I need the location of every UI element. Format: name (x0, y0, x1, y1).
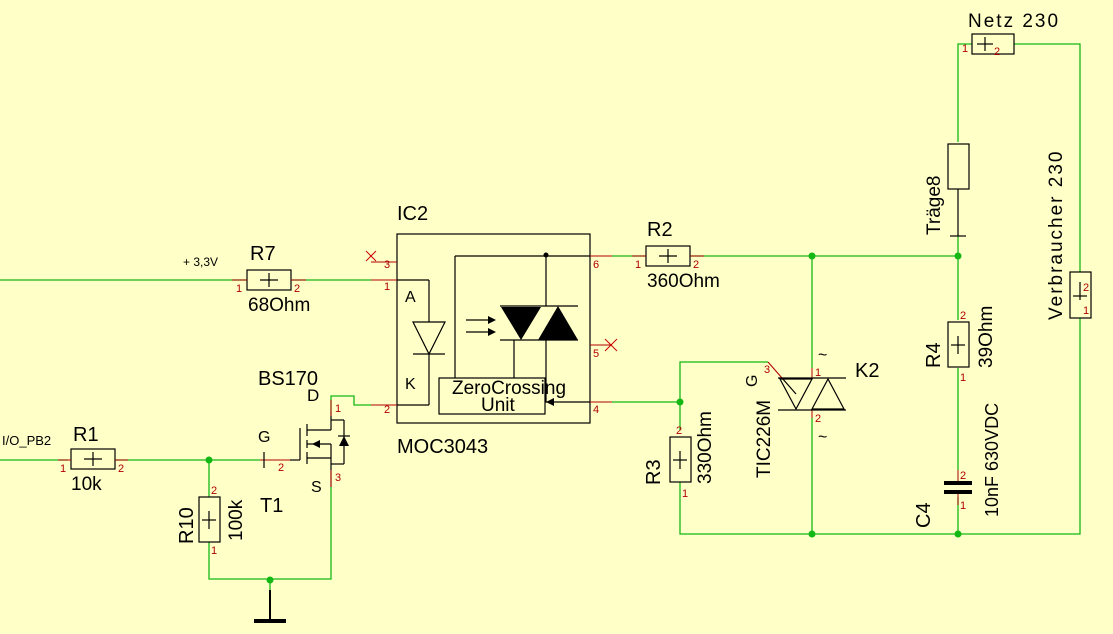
k2-tilde-bottom: ~ (818, 429, 827, 446)
r7-value: 68Ohm (248, 295, 310, 316)
resistor-r10: 2 1 R10 100k (176, 485, 247, 557)
ic2-pin3: 3 (384, 259, 390, 271)
k2-type: TIC226M (754, 400, 775, 478)
t1-pin1: 1 (335, 403, 341, 415)
t1-type: BS170 (258, 368, 318, 390)
r4-label: R4 (923, 342, 945, 368)
r1-pin1: 1 (60, 463, 66, 475)
r2-pin2: 2 (693, 259, 699, 271)
verbraucher-pin2: 2 (1083, 282, 1089, 294)
zc-label-1: ZeroCrossing (452, 378, 566, 399)
k2-pin1: 1 (815, 367, 821, 379)
connector-netz: 1 2 Netz 230 (962, 11, 1060, 58)
resistor-r2: 1 2 R2 360Ohm (632, 219, 720, 292)
resistor-r7: 1 2 R7 68Ohm + 3,3V (183, 243, 310, 316)
r7-label: R7 (250, 243, 276, 265)
r1-value: 10k (71, 474, 102, 495)
ic2-label: IC2 (397, 203, 428, 225)
k2-tilde-top: ~ (818, 347, 827, 364)
t1-pin3: 3 (335, 472, 341, 484)
ic2-pin1: 1 (384, 281, 390, 293)
k2-pin2: 2 (815, 413, 821, 425)
r10-value: 100k (226, 499, 247, 541)
netz-pin1: 1 (962, 43, 968, 55)
junction-dots (205, 252, 962, 584)
r3-value: 330Ohm (695, 411, 716, 484)
t1-source-label: S (311, 479, 322, 496)
r1-label: R1 (73, 424, 99, 446)
netz-label: Netz 230 (968, 11, 1060, 32)
triac-k2: 3 1 2 ~ ~ K2 TIC226M G (744, 347, 879, 478)
r10-pin2: 2 (211, 485, 217, 497)
r10-label: R10 (176, 507, 198, 544)
r4-pin2: 2 (960, 310, 966, 322)
verbraucher-pin1: 1 (1083, 305, 1089, 317)
ic2-pin5: 5 (593, 348, 599, 360)
ic2-pin4: 4 (593, 404, 599, 416)
r10-pin1: 1 (211, 545, 217, 557)
r3-label: R3 (643, 459, 665, 485)
r3-pin2: 2 (676, 425, 682, 437)
r4-pin1: 1 (960, 372, 966, 384)
t1-pin2: 2 (278, 462, 284, 474)
verbraucher-label: Verbraucher 230 (1046, 150, 1067, 321)
t1-drain-label: D (307, 386, 319, 405)
c4-value: 10nF 630VDC (982, 403, 1002, 517)
r4-value: 39Ohm (976, 306, 997, 368)
r2-label: R2 (647, 219, 673, 241)
k2-pin3: 3 (764, 364, 770, 376)
ic2-anode-label: A (405, 289, 416, 306)
resistor-r4: 2 1 R4 39Ohm (923, 306, 997, 384)
io-net-label: I/O_PB2 (2, 433, 51, 448)
fuse-trage8: Träge8 (924, 143, 970, 237)
ground-symbol (254, 590, 286, 623)
mosfet-t1: 2 1 3 BS170 D G S T1 (258, 368, 350, 517)
resistor-r3: 2 1 R3 330Ohm (643, 411, 716, 500)
k2-gate-label: G (744, 375, 761, 387)
netz-pin2: 2 (994, 46, 1000, 58)
k2-label: K2 (855, 360, 879, 382)
optocoupler-ic2: 3 1 2 6 5 4 A K ZeroCrossing (365, 203, 618, 458)
r7-pin1: 1 (236, 283, 242, 295)
t1-gate-label: G (258, 429, 270, 446)
connector-verbraucher: 2 1 Verbraucher 230 (1046, 150, 1092, 321)
r7-pin2: 2 (294, 283, 300, 295)
ic2-type: MOC3043 (397, 436, 488, 458)
capacitor-c4: 2 1 C4 10nF 630VDC (913, 403, 1002, 528)
t1-label: T1 (260, 495, 283, 517)
ic2-pin2: 2 (384, 404, 390, 416)
c4-pin2: 2 (960, 470, 966, 482)
r1-pin2: 2 (118, 463, 124, 475)
zc-label-2: Unit (481, 395, 516, 416)
resistor-r1: 1 2 R1 10k I/O_PB2 (2, 424, 128, 495)
ic2-pin6: 6 (593, 259, 599, 271)
ic2-cathode-label: K (405, 376, 416, 393)
fuse-label: Träge8 (924, 176, 945, 236)
r3-pin1: 1 (682, 488, 688, 500)
r2-pin1: 1 (635, 259, 641, 271)
c4-pin1: 1 (960, 500, 966, 512)
supply-label: + 3,3V (183, 255, 218, 269)
r2-value: 360Ohm (647, 271, 720, 292)
c4-label: C4 (913, 502, 935, 528)
